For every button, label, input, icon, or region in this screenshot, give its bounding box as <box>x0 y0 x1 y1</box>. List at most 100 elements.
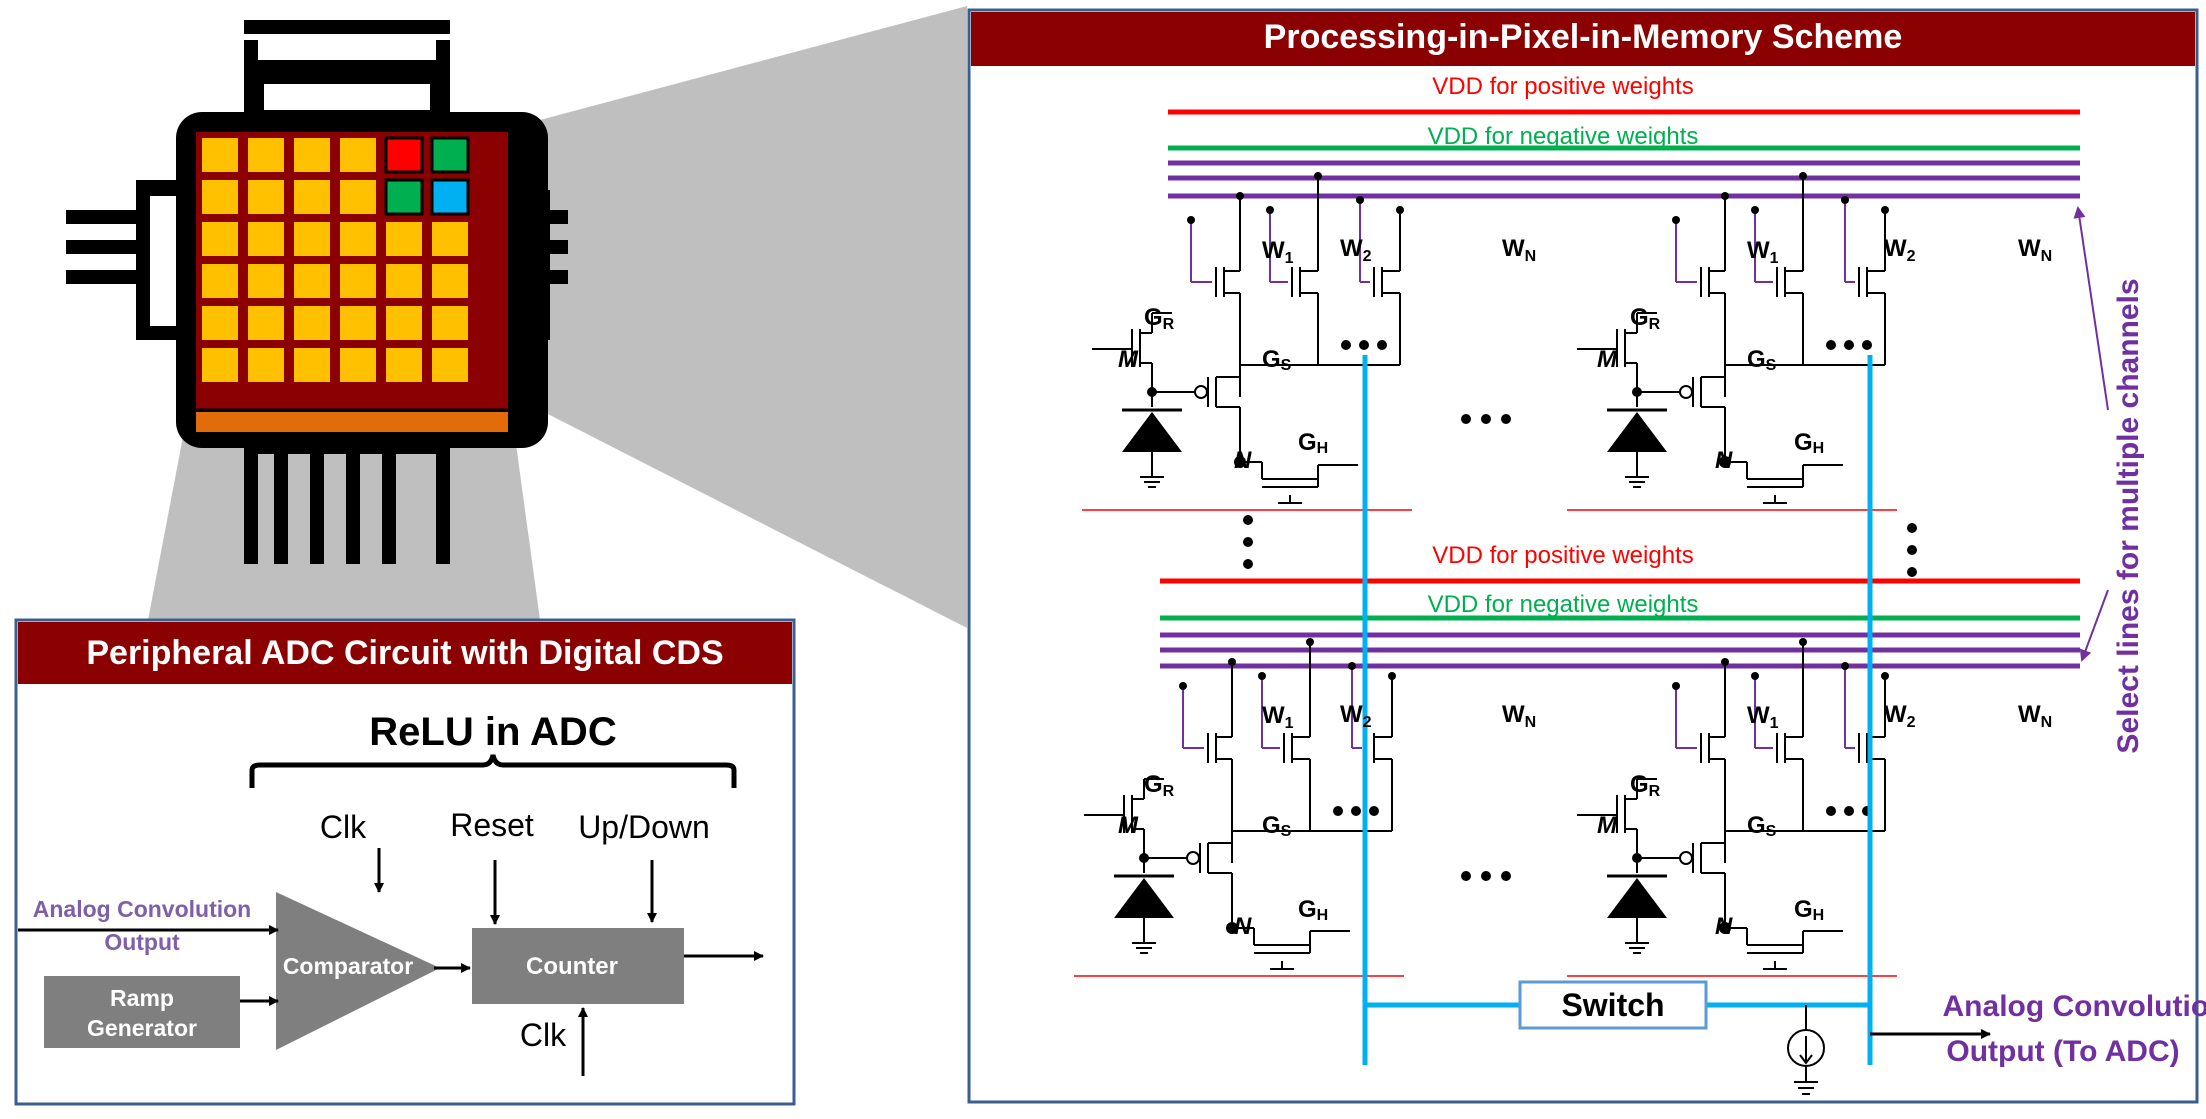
w2-label: W <box>1340 235 1363 262</box>
pixel <box>202 348 238 382</box>
gr-sub: R <box>1163 316 1175 333</box>
pixel <box>340 306 376 340</box>
w2-label: W <box>1884 701 1907 728</box>
svg-text:GR: GR <box>1630 771 1661 800</box>
w2-sub: 2 <box>1907 714 1916 731</box>
gr-sub: R <box>1649 316 1661 333</box>
gr-sub: R <box>1649 783 1661 800</box>
pixel <box>340 222 376 256</box>
ramp-label-line1: Ramp <box>110 985 174 1011</box>
svg-text:GS: GS <box>1747 346 1777 374</box>
pixel <box>432 348 468 382</box>
vdd-negative-label: VDD for negative weights <box>1428 123 1699 150</box>
gr-label: G <box>1630 304 1649 331</box>
svg-text:W2: W2 <box>1884 701 1916 731</box>
reset-label: Reset <box>450 807 534 843</box>
wn-sub: N <box>1525 248 1537 265</box>
node-n-label: N <box>1715 913 1733 940</box>
w2-sub: 2 <box>1363 248 1372 265</box>
counter-label: Counter <box>526 953 618 980</box>
select-arrow-down <box>2079 589 2109 662</box>
pixel-array <box>202 136 470 382</box>
current-source-icon <box>1787 1005 1825 1095</box>
pixel <box>294 222 330 256</box>
svg-text:GS: GS <box>1262 812 1292 840</box>
w1-sub: 1 <box>1770 250 1779 267</box>
svg-text:GH: GH <box>1794 429 1824 457</box>
comparator-label: Comparator <box>283 953 413 979</box>
svg-text:GS: GS <box>1747 812 1777 840</box>
svg-text:W2: W2 <box>1340 701 1372 731</box>
pixel <box>386 306 422 340</box>
wn-label: W <box>1502 701 1525 728</box>
pixel <box>340 348 376 382</box>
svg-text:GH: GH <box>1794 896 1824 924</box>
gh-sub: H <box>1317 907 1329 924</box>
gs-label: G <box>1262 346 1281 373</box>
pixel <box>432 264 468 298</box>
gr-label: G <box>1630 771 1649 798</box>
pixel <box>384 136 424 174</box>
node-m-label: M <box>1597 812 1618 839</box>
counter-block <box>472 928 684 1004</box>
gs-label: G <box>1747 346 1766 373</box>
gh-sub: H <box>1813 907 1825 924</box>
relu-label: ReLU in ADC <box>369 710 616 754</box>
clk-bottom-label: Clk <box>520 1017 567 1053</box>
switch-label: Switch <box>1561 987 1664 1023</box>
gh-label: G <box>1298 896 1317 923</box>
svg-text:WN: WN <box>1502 235 1536 265</box>
ellipsis-icon <box>1243 414 1917 881</box>
vdd-positive-label: VDD for positive weights <box>1432 73 1693 100</box>
pixel <box>386 264 422 298</box>
ramp-label-line2: Generator <box>87 1015 197 1041</box>
gh-sub: H <box>1813 440 1825 457</box>
output-label-line1: Analog Convolution <box>1943 990 2206 1023</box>
svg-text:W1: W1 <box>1747 702 1779 732</box>
w1-sub: 1 <box>1285 250 1294 267</box>
pixel <box>248 138 284 172</box>
svg-text:W1: W1 <box>1262 702 1294 732</box>
right-panel-header <box>971 12 2195 66</box>
right-panel-title: Processing-in-Pixel-in-Memory Scheme <box>1264 18 1903 56</box>
pixel <box>430 178 470 216</box>
svg-text:GR: GR <box>1630 304 1661 333</box>
left-panel-title: Peripheral ADC Circuit with Digital CDS <box>86 634 723 672</box>
w1-sub: 1 <box>1770 715 1779 732</box>
pixel <box>432 222 468 256</box>
pixel <box>340 264 376 298</box>
input-label-line2: Output <box>104 929 180 955</box>
svg-text:GH: GH <box>1298 429 1328 457</box>
ramp-generator-block <box>44 976 240 1048</box>
wn-sub: N <box>2041 714 2053 731</box>
pixel <box>386 348 422 382</box>
wn-label: W <box>2018 701 2041 728</box>
pixel <box>202 180 238 214</box>
svg-text:GR: GR <box>1144 304 1175 333</box>
svg-text:W2: W2 <box>1340 235 1372 265</box>
pixel <box>202 138 238 172</box>
gr-label: G <box>1144 304 1163 331</box>
node-m-label: M <box>1118 346 1139 373</box>
select-arrow-up <box>2073 206 2109 411</box>
pixel <box>202 222 238 256</box>
gs-sub: S <box>1281 823 1292 840</box>
node-m-label: M <box>1597 346 1618 373</box>
gs-sub: S <box>1766 357 1777 374</box>
pixel <box>386 222 422 256</box>
zoom-wedge-right <box>540 6 967 628</box>
vdd-positive-label: VDD for positive weights <box>1432 542 1693 569</box>
pixel <box>294 138 330 172</box>
svg-text:W1: W1 <box>1747 237 1779 267</box>
pixel <box>248 180 284 214</box>
pixel <box>430 136 470 174</box>
pixel <box>432 306 468 340</box>
gr-label: G <box>1144 771 1163 798</box>
wn-label: W <box>2018 235 2041 262</box>
pixel <box>248 348 284 382</box>
svg-text:GS: GS <box>1262 346 1292 374</box>
gh-sub: H <box>1317 440 1329 457</box>
left-panel-header <box>18 622 792 684</box>
svg-text:W1: W1 <box>1262 237 1294 267</box>
